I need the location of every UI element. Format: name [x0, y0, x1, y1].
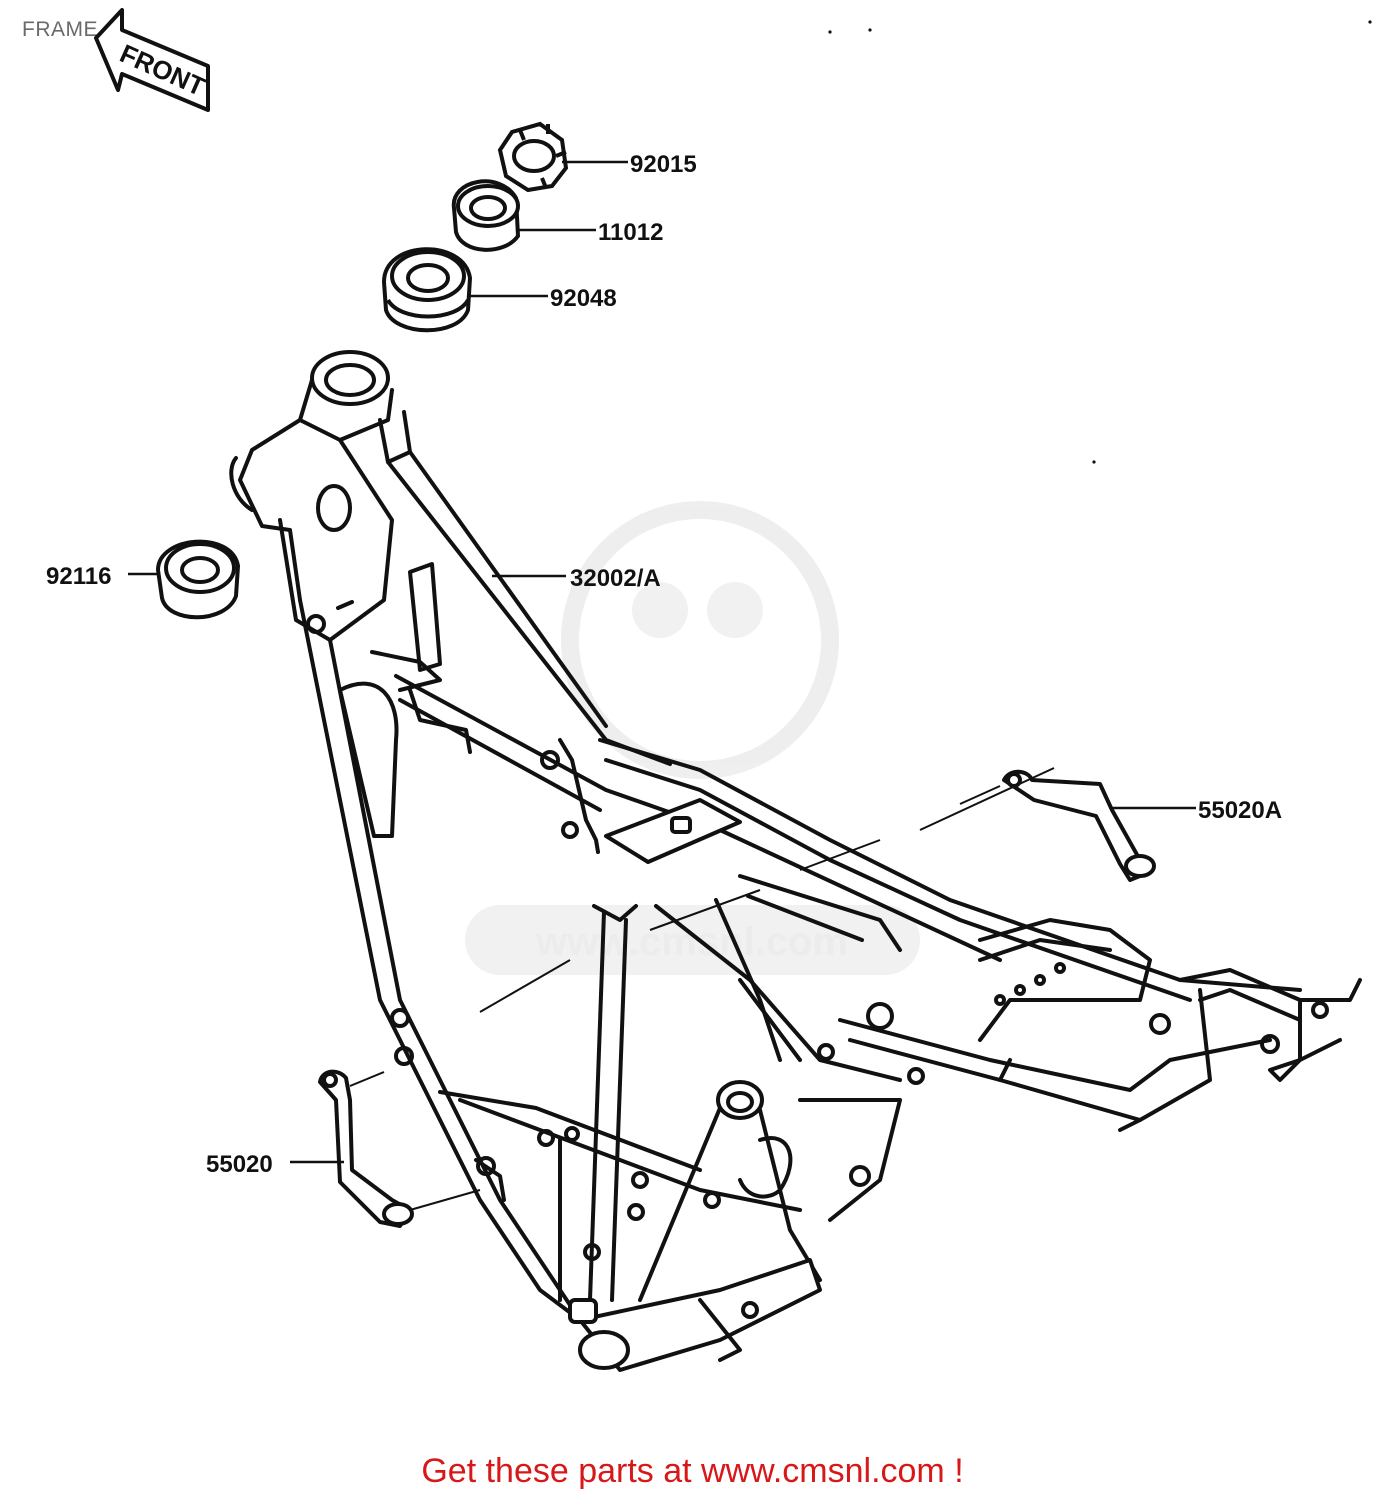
part-label-92015: 92015 — [630, 151, 697, 178]
watermark: www.cmsnl.com — [465, 501, 920, 975]
watermark-text: www.cmsnl.com — [535, 920, 848, 964]
part-label-92116: 92116 — [46, 563, 111, 590]
part-label-55020A: 55020A — [1198, 797, 1282, 824]
part-11012-bearing — [451, 179, 521, 252]
part-label-11012: 11012 — [598, 219, 663, 246]
part-55020-bracket — [318, 1069, 414, 1228]
part-55020A-bracket — [1002, 769, 1156, 882]
leader-lines — [128, 160, 1196, 1164]
guide-lines — [349, 767, 1055, 1211]
part-labels: 92015 11012 92048 92116 32002/A 55020A 5… — [46, 151, 1282, 1178]
part-label-55020: 55020 — [206, 1151, 273, 1178]
part-92015-nut — [497, 121, 569, 193]
footer-link-text[interactable]: Get these parts at www.cmsnl.com ! — [421, 1452, 964, 1490]
part-92048-seal — [381, 247, 473, 333]
speck-marks — [828, 20, 1372, 464]
part-label-92048: 92048 — [550, 285, 617, 312]
page-title: FRAME — [22, 18, 98, 41]
part-92116-bearing — [155, 539, 241, 620]
part-label-32002A: 32002/A — [570, 565, 661, 592]
front-arrow-icon: FRONT — [94, 8, 210, 112]
part-32002-frame — [229, 350, 1362, 1372]
